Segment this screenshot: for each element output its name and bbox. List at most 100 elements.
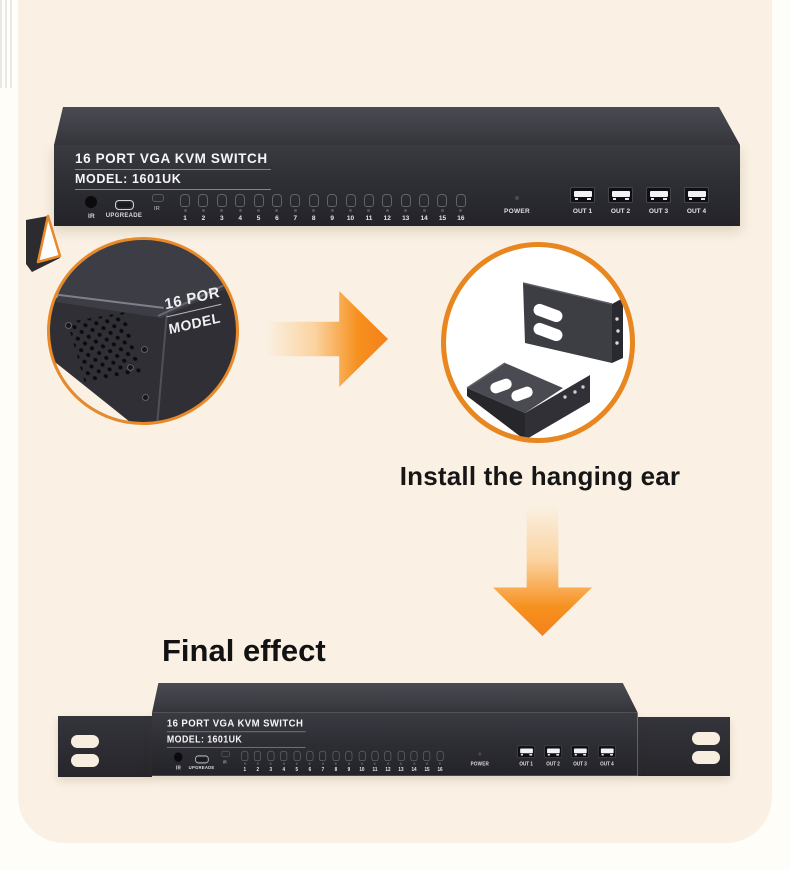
usb-tongue bbox=[573, 748, 587, 754]
vent-holes bbox=[67, 312, 143, 384]
screw bbox=[127, 364, 134, 371]
channel-number: 13 bbox=[402, 215, 410, 222]
channel-button: 5 bbox=[293, 750, 301, 773]
usb-out-port: OUT 1 bbox=[517, 745, 536, 767]
channel-number: 15 bbox=[424, 767, 430, 773]
usb-tongue bbox=[687, 190, 706, 197]
button-led bbox=[183, 209, 187, 212]
hanging-ear-brackets bbox=[466, 282, 623, 438]
device-top-face bbox=[54, 107, 740, 145]
usb-out-label: OUT 4 bbox=[600, 761, 614, 768]
button-ring bbox=[267, 750, 275, 761]
channel-button: 1 bbox=[180, 194, 190, 222]
button-ring bbox=[293, 750, 301, 761]
mounting-slot bbox=[692, 732, 720, 745]
channel-number: 14 bbox=[411, 767, 417, 773]
channel-number: 7 bbox=[293, 215, 298, 222]
button-led bbox=[367, 209, 371, 212]
channel-button: 13 bbox=[400, 194, 411, 222]
aux-ir-label: IR bbox=[153, 206, 161, 212]
button-ring bbox=[254, 750, 262, 761]
button-ring bbox=[180, 194, 190, 207]
channel-button: 4 bbox=[280, 750, 288, 773]
channel-number: 12 bbox=[385, 767, 391, 773]
button-ring bbox=[332, 750, 340, 761]
channel-button: 16 bbox=[436, 750, 444, 773]
channel-button: 10 bbox=[358, 750, 366, 773]
channel-button: 9 bbox=[345, 750, 353, 773]
usb-out-port: OUT 1 bbox=[570, 187, 595, 215]
button-led bbox=[386, 762, 390, 765]
channel-number: 10 bbox=[359, 767, 365, 773]
channel-number: 6 bbox=[275, 215, 279, 222]
usb-socket bbox=[608, 187, 633, 203]
usb-tongue bbox=[573, 190, 592, 197]
rack-ear-left bbox=[58, 716, 152, 777]
button-ring bbox=[235, 194, 246, 207]
usb-socket bbox=[544, 745, 562, 758]
device-model: MODEL: 1601UK bbox=[75, 172, 271, 190]
channel-number: 9 bbox=[330, 215, 334, 222]
channel-button: 11 bbox=[371, 750, 379, 773]
channel-button: 2 bbox=[198, 194, 209, 222]
channel-button: 10 bbox=[345, 194, 356, 222]
button-led bbox=[422, 209, 426, 212]
button-ring bbox=[306, 750, 314, 761]
button-led bbox=[295, 762, 298, 765]
channel-number: 3 bbox=[269, 767, 273, 773]
button-led bbox=[321, 762, 324, 765]
ir-label: IR bbox=[87, 213, 96, 220]
button-ring bbox=[410, 750, 418, 761]
channel-number: 13 bbox=[398, 767, 404, 773]
edge-line bbox=[156, 314, 168, 422]
button-led bbox=[347, 762, 350, 765]
device-title: 16 PORT VGA KVM SWITCH bbox=[75, 151, 271, 170]
zoom-detail-circle: 16 POR MODEL bbox=[47, 237, 239, 425]
power-indicator: POWER bbox=[464, 752, 497, 767]
channel-button: 15 bbox=[437, 194, 448, 222]
screw bbox=[65, 322, 72, 329]
button-ring bbox=[419, 194, 430, 207]
button-led bbox=[385, 209, 389, 212]
button-led bbox=[438, 762, 442, 765]
device-front-panel: 16 PORT VGA KVM SWITCH MODEL: 1601UK IR … bbox=[152, 712, 638, 776]
kvm-switch-device-final: 16 PORT VGA KVM SWITCH MODEL: 1601UK IR … bbox=[152, 683, 638, 776]
upgrade-port bbox=[115, 200, 134, 210]
device-model: MODEL: 1601UK bbox=[166, 734, 306, 748]
channel-number: 6 bbox=[308, 767, 312, 773]
button-ring bbox=[216, 194, 227, 207]
upgrade-port bbox=[195, 755, 209, 764]
button-led bbox=[256, 762, 259, 765]
usb-socket bbox=[570, 187, 595, 203]
button-led bbox=[440, 209, 444, 212]
button-ring bbox=[400, 194, 411, 207]
button-ring bbox=[358, 750, 366, 761]
usb-socket bbox=[517, 745, 536, 758]
channel-button: 5 bbox=[253, 194, 264, 222]
channel-number: 1 bbox=[243, 767, 247, 773]
power-led bbox=[515, 196, 519, 200]
mounting-slot bbox=[71, 754, 99, 767]
usb-tongue bbox=[611, 190, 630, 197]
button-led bbox=[275, 209, 279, 212]
device-top-face bbox=[152, 683, 638, 713]
channel-button: 14 bbox=[410, 750, 418, 773]
button-led bbox=[425, 762, 429, 765]
final-effect-heading: Final effect bbox=[162, 633, 326, 668]
channel-number: 9 bbox=[347, 767, 351, 773]
usb-socket bbox=[684, 187, 709, 203]
channel-button: 7 bbox=[319, 750, 327, 773]
button-led bbox=[412, 762, 416, 765]
button-ring bbox=[198, 194, 209, 207]
screw bbox=[142, 394, 149, 401]
button-ring bbox=[382, 194, 393, 207]
button-ring bbox=[290, 194, 301, 207]
channel-number: 12 bbox=[383, 215, 391, 222]
button-ring bbox=[241, 750, 249, 761]
button-led bbox=[243, 762, 246, 765]
ir-receiver bbox=[173, 752, 183, 762]
button-led bbox=[282, 762, 285, 765]
